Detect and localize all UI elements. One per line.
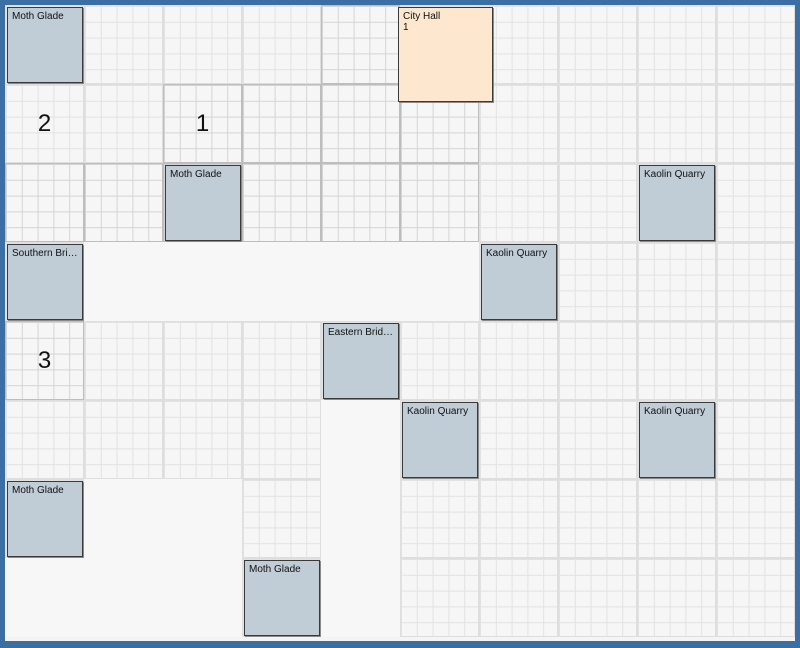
board-cell[interactable] [5, 84, 84, 163]
tile-name: Moth Glade [249, 564, 301, 575]
location-tile[interactable]: Kaolin Quarry [402, 402, 478, 478]
board-cell[interactable] [558, 242, 637, 321]
board-cell[interactable] [321, 400, 400, 479]
board-cell[interactable] [716, 5, 795, 84]
tile-name: Kaolin Quarry [486, 248, 548, 259]
board-cell[interactable] [163, 479, 242, 558]
location-tile[interactable]: Kaolin Quarry [639, 402, 715, 478]
board-cell[interactable] [479, 84, 558, 163]
tile-count: 1 [403, 22, 409, 33]
board-cell[interactable] [479, 321, 558, 400]
location-tile[interactable]: Moth Glade [7, 481, 83, 557]
board-cell[interactable] [400, 242, 479, 321]
tile-name: Moth Glade [12, 11, 64, 22]
board-cell[interactable] [637, 5, 716, 84]
location-tile[interactable]: Moth Glade [7, 7, 83, 83]
board-cell[interactable] [558, 163, 637, 242]
board-cell[interactable] [321, 84, 400, 163]
location-tile[interactable]: Southern Brid... [7, 244, 83, 320]
board-cell[interactable] [558, 558, 637, 637]
tile-name: Moth Glade [170, 169, 222, 180]
tile-name: Moth Glade [12, 485, 64, 496]
board-cell[interactable] [163, 242, 242, 321]
tile-name: Kaolin Quarry [407, 406, 469, 417]
board-cell[interactable] [321, 242, 400, 321]
board-cell[interactable] [321, 163, 400, 242]
board-cell[interactable] [558, 321, 637, 400]
board-cell[interactable] [637, 558, 716, 637]
district-number: 2 [37, 109, 52, 137]
board-cell[interactable] [84, 163, 163, 242]
board-cell[interactable] [716, 163, 795, 242]
board-cell[interactable] [84, 84, 163, 163]
tile-name: City Hall [403, 11, 441, 22]
board-cell[interactable] [84, 558, 163, 637]
board-cell[interactable] [242, 321, 321, 400]
board-cell[interactable] [716, 321, 795, 400]
board-cell[interactable] [558, 84, 637, 163]
board-cell[interactable] [716, 84, 795, 163]
board-cell[interactable] [637, 479, 716, 558]
board-cell[interactable] [5, 558, 84, 637]
district-number: 1 [195, 109, 210, 137]
tile-name: Southern Brid... [12, 248, 78, 259]
board-cell[interactable] [479, 400, 558, 479]
location-tile[interactable]: Kaolin Quarry [481, 244, 557, 320]
board-cell[interactable] [163, 5, 242, 84]
location-tile[interactable]: Eastern Bridge [323, 323, 399, 399]
board-cell[interactable] [242, 163, 321, 242]
board-cell[interactable] [242, 84, 321, 163]
board-cell[interactable] [84, 321, 163, 400]
board-cell[interactable] [716, 558, 795, 637]
board-cell[interactable] [5, 321, 84, 400]
board-cell[interactable] [479, 479, 558, 558]
board-cell[interactable] [558, 5, 637, 84]
board-cell[interactable] [84, 400, 163, 479]
board-cell[interactable] [163, 84, 242, 163]
district-number: 3 [37, 346, 52, 374]
board-cell[interactable] [5, 163, 84, 242]
board-cell[interactable] [716, 400, 795, 479]
board-cell[interactable] [242, 242, 321, 321]
location-tile[interactable]: Moth Glade [165, 165, 241, 241]
tile-name: Kaolin Quarry [644, 169, 706, 180]
location-tile[interactable]: Kaolin Quarry [639, 165, 715, 241]
board-cell[interactable] [400, 163, 479, 242]
board-cell[interactable] [242, 5, 321, 84]
location-tile[interactable]: Moth Glade [244, 560, 320, 636]
tile-name: Kaolin Quarry [644, 406, 706, 417]
board-cell[interactable] [242, 400, 321, 479]
board-cell[interactable] [400, 479, 479, 558]
board-cell[interactable] [163, 400, 242, 479]
tile-name: Eastern Bridge [328, 327, 394, 338]
board-cell[interactable] [321, 479, 400, 558]
board-cell[interactable] [637, 321, 716, 400]
board-cell[interactable] [5, 400, 84, 479]
board-cell[interactable] [84, 479, 163, 558]
board-cell[interactable] [84, 5, 163, 84]
board-cell[interactable] [637, 242, 716, 321]
board-cell[interactable] [84, 242, 163, 321]
board-cell[interactable] [321, 558, 400, 637]
board-cell[interactable] [400, 321, 479, 400]
board-cell[interactable] [242, 479, 321, 558]
board-cell[interactable] [479, 558, 558, 637]
board-cell[interactable] [716, 242, 795, 321]
board-cell[interactable] [321, 5, 400, 84]
board-cell[interactable] [637, 84, 716, 163]
board-cell[interactable] [479, 163, 558, 242]
board-cell[interactable] [558, 479, 637, 558]
board-cell[interactable] [163, 321, 242, 400]
board-cell[interactable] [163, 558, 242, 637]
board-cell[interactable] [558, 400, 637, 479]
board-cell[interactable] [716, 479, 795, 558]
board-cell[interactable] [400, 558, 479, 637]
